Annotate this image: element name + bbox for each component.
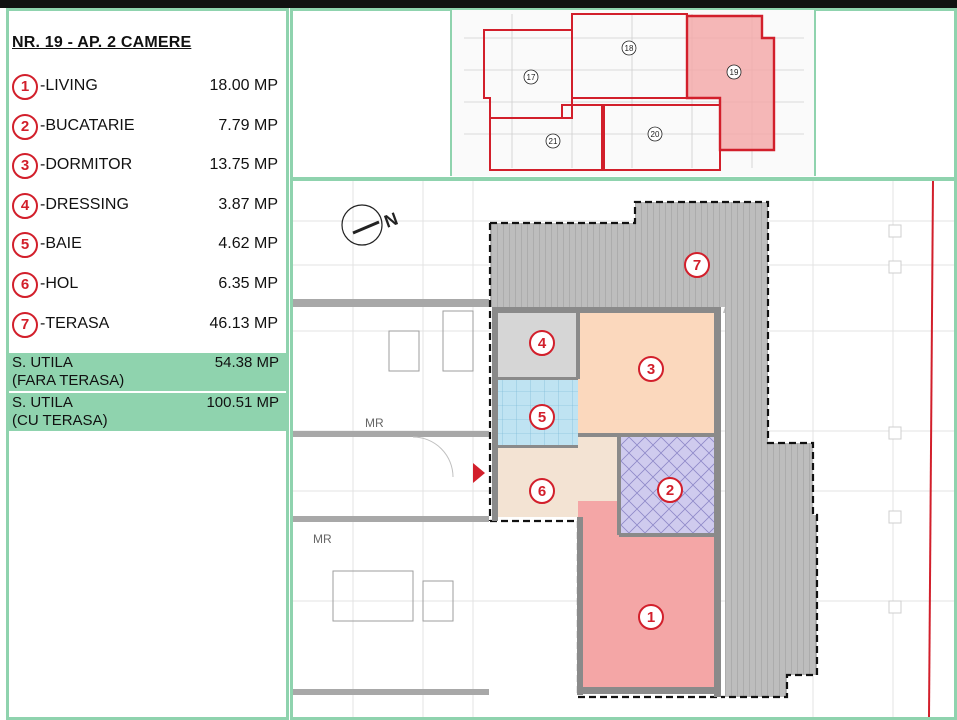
room-area: 3.87 MP	[218, 196, 278, 213]
room-name: -HOL	[40, 275, 79, 292]
legend-row-terrace: 7 -TERASA 46.13 MP	[12, 312, 282, 340]
key-plan-drawing: 17 18 19 20 21	[464, 13, 804, 171]
room-marker-label: 1	[647, 609, 655, 626]
room-name: -DORMITOR	[40, 156, 133, 173]
room-number-badge: 3	[12, 153, 38, 179]
room-marker-label: 3	[647, 361, 655, 378]
terrace-boundary	[490, 200, 819, 699]
room-name: -LIVING	[40, 77, 98, 94]
keyplan-unit-label: 19	[730, 68, 739, 77]
keyplan-unit-label: 17	[527, 73, 536, 82]
neighbour-unit	[293, 299, 489, 695]
legend-row-dressing: 4 -DRESSING 3.87 MP	[12, 193, 282, 221]
room-hall[interactable]	[498, 435, 619, 517]
summary-usable-with-terrace: S. UTILA (CU TERASA) 100.51 MP	[9, 393, 289, 431]
room-area: 18.00 MP	[209, 77, 278, 94]
room-area: 6.35 MP	[218, 275, 278, 292]
room-number-badge: 2	[12, 114, 38, 140]
summary-label: S. UTILA (CU TERASA)	[12, 394, 108, 429]
room-marker-label: 6	[538, 483, 546, 500]
room-number-badge: 5	[12, 232, 38, 258]
room-markers	[529, 252, 710, 630]
room-name: -TERASA	[40, 315, 110, 332]
room-area: 7.79 MP	[218, 117, 278, 134]
north-arrow: N	[341, 204, 401, 246]
room-marker-label: 2	[666, 482, 674, 499]
room-area: 13.75 MP	[209, 156, 278, 173]
room-name: -BAIE	[40, 235, 82, 252]
walls	[492, 307, 721, 697]
room-area: 4.62 MP	[218, 235, 278, 252]
entrance-arrow-icon	[473, 463, 485, 483]
floorplan-panel	[290, 178, 957, 720]
column-markers	[888, 224, 902, 614]
legend-row-living: 1 -LIVING 18.00 MP	[12, 74, 282, 102]
site-boundary-line	[928, 181, 934, 717]
room-living[interactable]	[578, 501, 714, 687]
mr-label: MR	[313, 532, 332, 546]
legend-row-hall: 6 -HOL 6.35 MP	[12, 272, 282, 300]
keyplan-unit-label: 20	[651, 130, 660, 139]
legend-row-kitchen: 2 -BUCATARIE 7.79 MP	[12, 114, 282, 142]
room-area: 46.13 MP	[209, 315, 278, 332]
mr-label: MR	[365, 416, 384, 430]
north-label: N	[382, 209, 401, 232]
room-name: -BUCATARIE	[40, 117, 135, 134]
keyplan-unit-markers	[523, 40, 742, 149]
keyplan-unit-18[interactable]	[571, 13, 688, 99]
keyplan-unit-20[interactable]	[603, 104, 721, 171]
room-marker-label: 4	[538, 335, 547, 352]
keyplan-unit-21[interactable]	[489, 104, 603, 171]
top-bar	[0, 0, 957, 8]
summary-value: 54.38 MP	[214, 354, 279, 371]
legend-row-bath: 5 -BAIE 4.62 MP	[12, 232, 282, 260]
room-marker-label: 7	[693, 257, 701, 274]
room-marker-label: 5	[538, 409, 546, 426]
room-name: -DRESSING	[40, 196, 129, 213]
room-number-badge: 1	[12, 74, 38, 100]
keyplan-unit-label: 18	[625, 44, 634, 53]
room-number-badge: 7	[12, 312, 38, 338]
keyplan-unit-19-highlight[interactable]	[685, 14, 776, 152]
legend-row-bedroom: 3 -DORMITOR 13.75 MP	[12, 153, 282, 181]
key-plan: 17 18 19 20 21	[450, 10, 816, 176]
room-number-badge: 4	[12, 193, 38, 219]
summary-value: 100.51 MP	[206, 394, 279, 411]
floor-plan: MR MR MR N	[293, 181, 954, 717]
page-title: NR. 19 - AP. 2 CAMERE	[12, 34, 192, 51]
summary-label: S. UTILA (FARA TERASA)	[12, 354, 125, 389]
keyplan-unit-label: 21	[549, 137, 558, 146]
room-number-badge: 6	[12, 272, 38, 298]
room-terrace[interactable]	[490, 202, 817, 697]
summary-usable-no-terrace: S. UTILA (FARA TERASA) 54.38 MP	[9, 353, 289, 391]
